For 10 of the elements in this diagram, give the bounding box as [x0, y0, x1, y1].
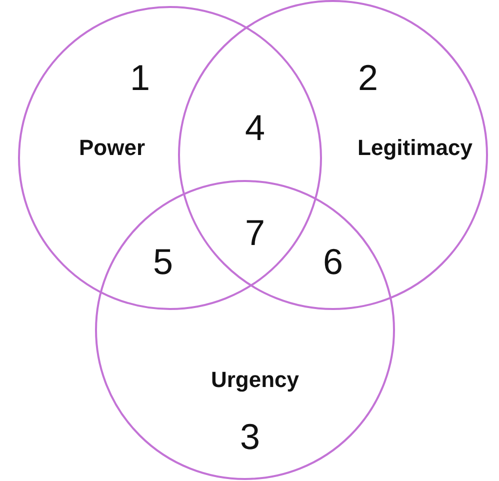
- region-number: 3: [240, 419, 260, 455]
- set-label: Power: [78, 135, 146, 161]
- set-label: Legitimacy: [358, 135, 472, 161]
- region-number: 4: [244, 110, 266, 146]
- region-number: 6: [322, 244, 344, 280]
- set-label: Urgency: [210, 367, 300, 393]
- region-number: 1: [130, 60, 150, 96]
- region-number: 2: [358, 60, 378, 96]
- region-number: 7: [244, 215, 266, 251]
- region-number: 5: [152, 244, 174, 280]
